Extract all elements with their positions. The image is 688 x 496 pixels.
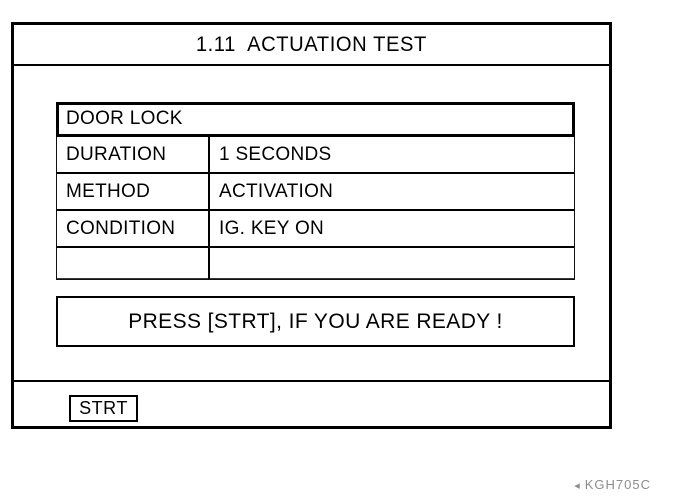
table-row-header: DOOR LOCK bbox=[57, 103, 574, 137]
row-label-empty bbox=[57, 247, 209, 279]
row-value-method: ACTIVATION bbox=[208, 173, 574, 211]
page-title: 1.11 ACTUATION TEST bbox=[195, 32, 428, 56]
figure-reference-code: ◂KGH705C bbox=[565, 462, 651, 492]
row-value-empty bbox=[208, 247, 574, 279]
row-label-duration: DURATION bbox=[57, 135, 209, 174]
actuator-name: DOOR LOCK bbox=[57, 103, 209, 137]
message-text: PRESS [STRT], IF YOU ARE READY ! bbox=[128, 309, 503, 333]
title-bar: 1.11 ACTUATION TEST bbox=[14, 25, 609, 64]
parameter-table: DOOR LOCK DURATION 1 SECONDS METHOD ACTI… bbox=[56, 102, 575, 280]
strt-button-label: STRT bbox=[79, 398, 128, 418]
table-row: CONDITION IG. KEY ON bbox=[57, 210, 574, 248]
row-value-duration: 1 SECONDS bbox=[208, 135, 574, 174]
strt-button[interactable]: STRT bbox=[69, 395, 138, 422]
row-label-condition: CONDITION bbox=[57, 210, 209, 248]
softkey-row: STRT bbox=[14, 382, 609, 429]
left-arrow-icon: ◂ bbox=[574, 480, 581, 492]
tester-screen-panel: 1.11 ACTUATION TEST DOOR LOCK DURATION 1… bbox=[11, 22, 612, 429]
figure-reference-text: KGH705C bbox=[584, 477, 652, 492]
row-label-method: METHOD bbox=[57, 173, 209, 211]
message-box: PRESS [STRT], IF YOU ARE READY ! bbox=[56, 296, 575, 347]
title-divider bbox=[14, 64, 609, 66]
softkey-divider bbox=[14, 380, 609, 382]
row-value-condition: IG. KEY ON bbox=[208, 210, 574, 248]
actuator-name-spacer bbox=[209, 103, 574, 137]
table-row-empty bbox=[57, 247, 574, 279]
table-row: DURATION 1 SECONDS bbox=[57, 135, 574, 174]
table-row: METHOD ACTIVATION bbox=[57, 173, 574, 211]
